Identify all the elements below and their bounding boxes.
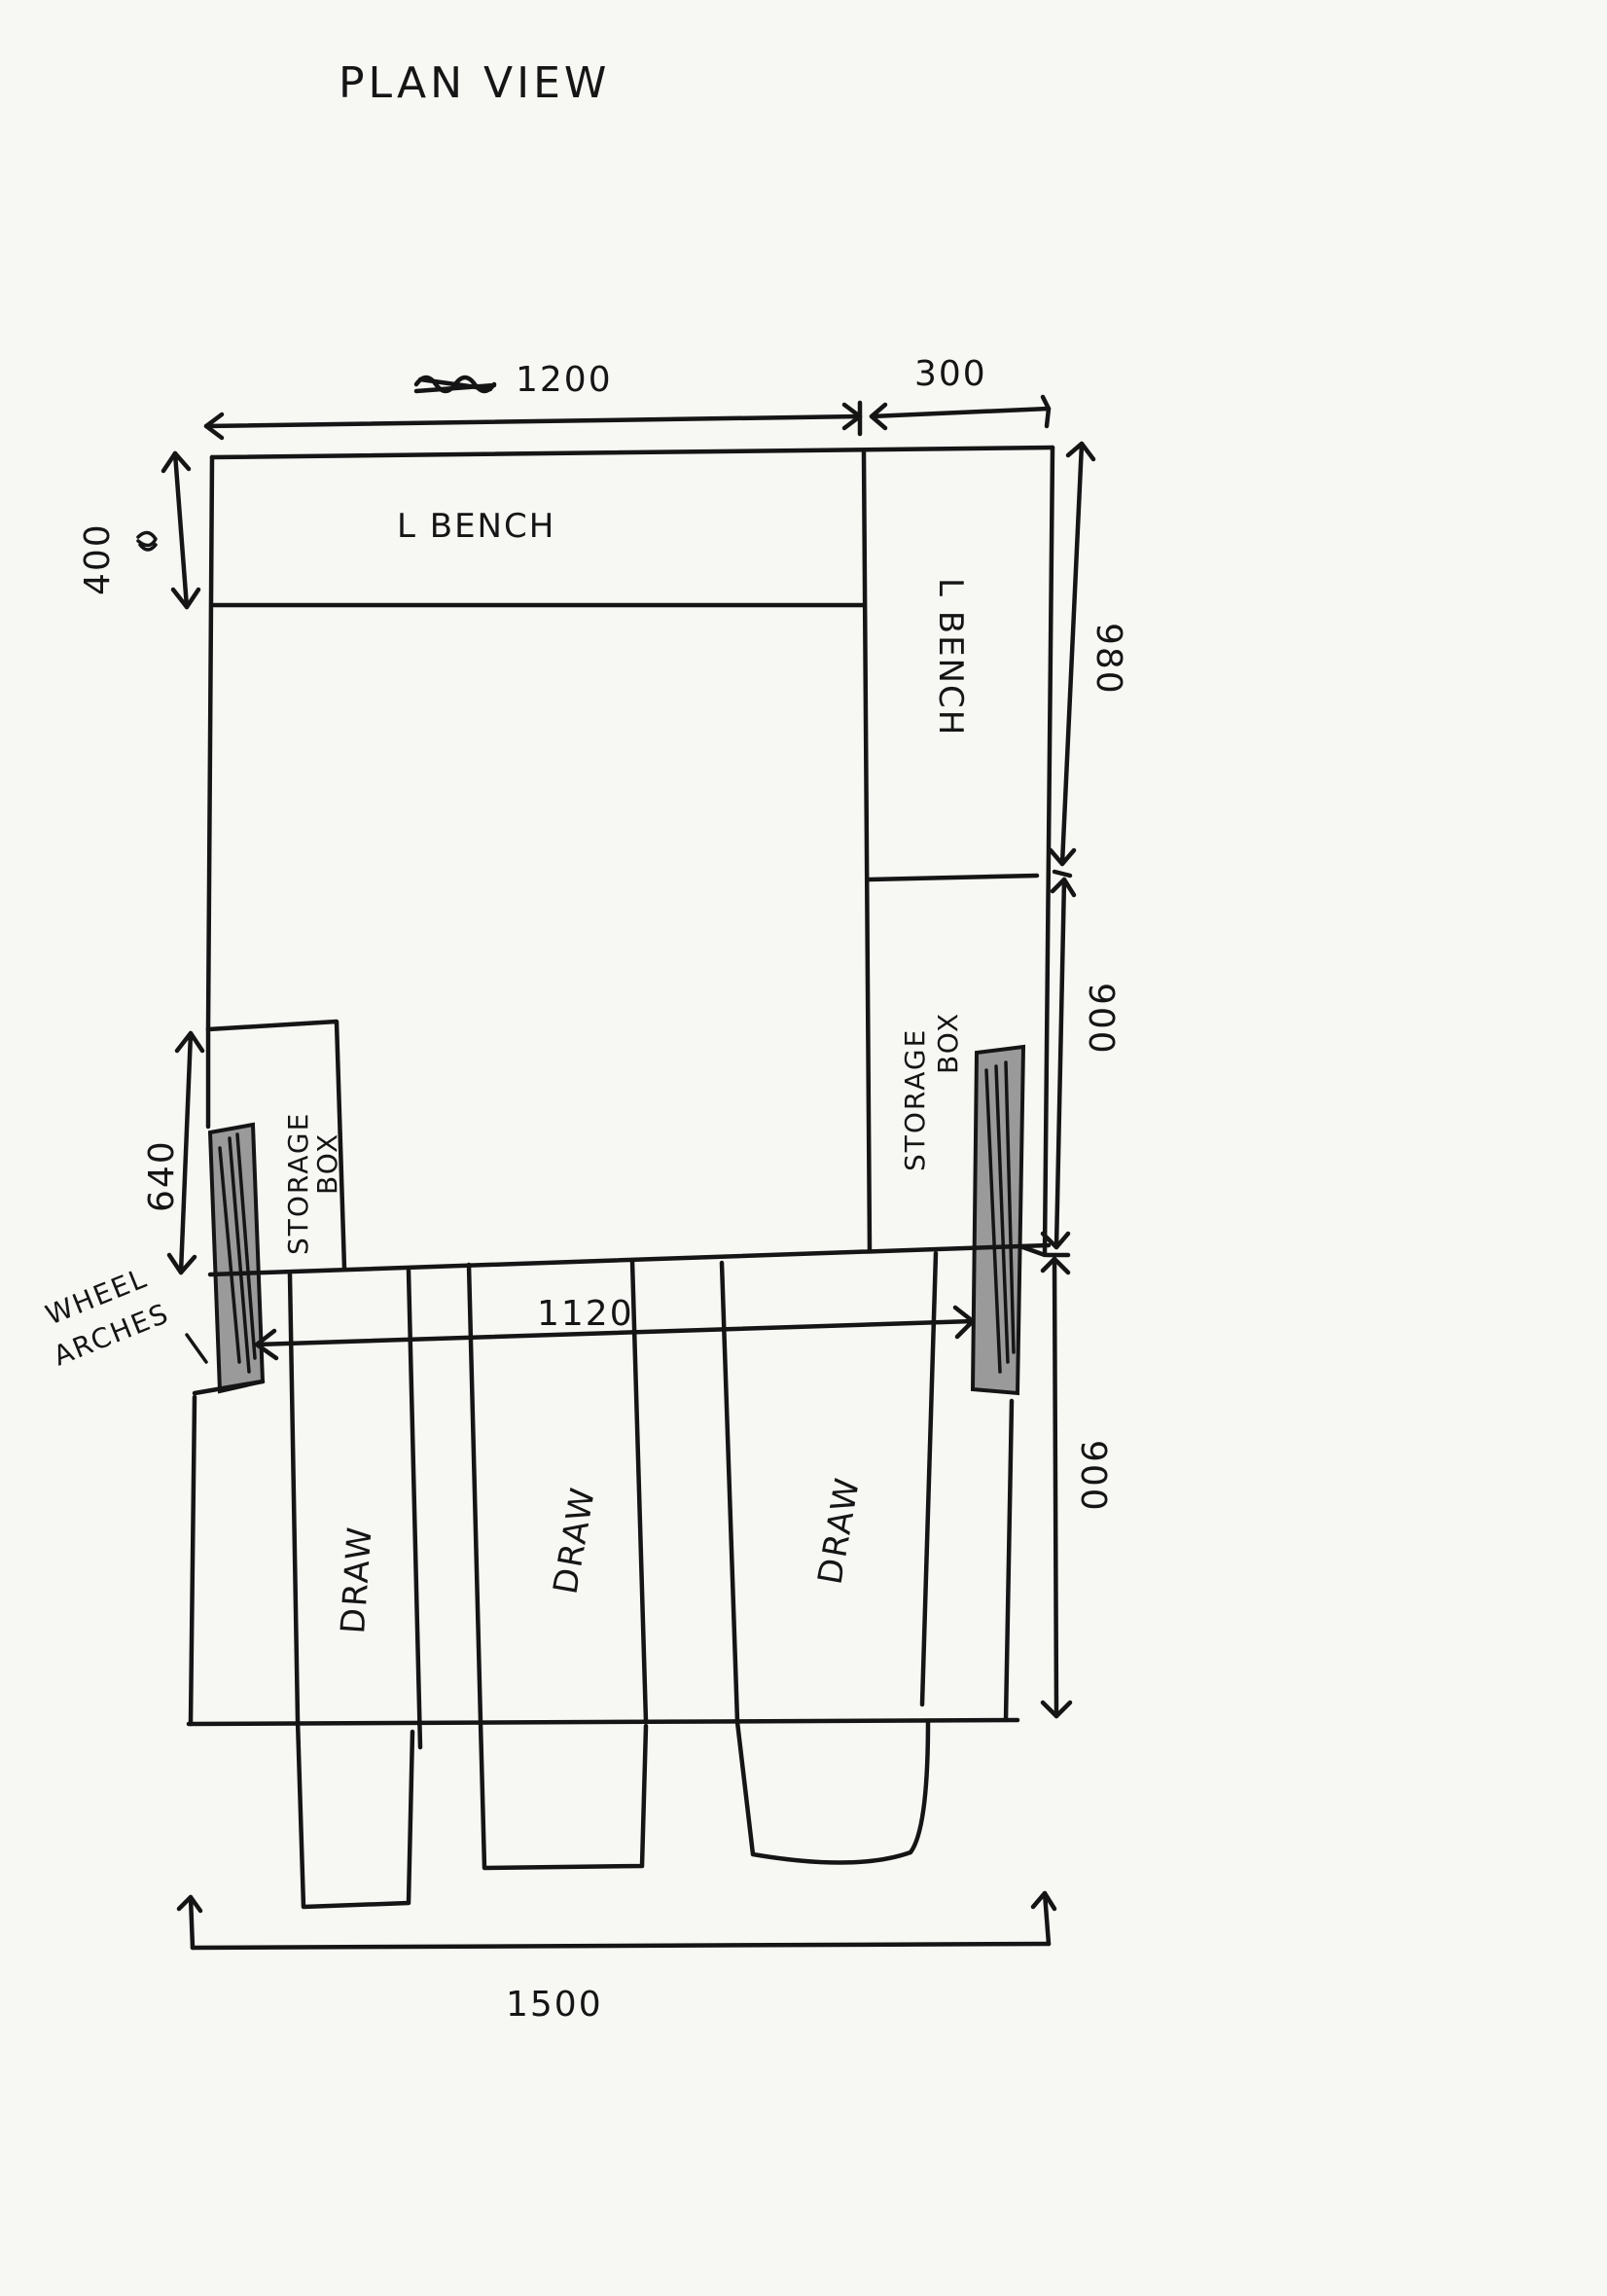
drawer-1 bbox=[287, 1268, 423, 1910]
dim-right-lower: 900 bbox=[1073, 1440, 1113, 1513]
drawer-3-label: DRAW bbox=[810, 1474, 868, 1588]
left-storage-label-line1: STORAGE bbox=[282, 1112, 314, 1255]
left-storage-label-line2: BOX bbox=[311, 1132, 343, 1195]
wheel-arches-leader bbox=[185, 1333, 208, 1364]
right-storage-label-line2: BOX bbox=[932, 1012, 964, 1074]
drawer-1-label: DRAW bbox=[334, 1525, 380, 1635]
scribble-mark bbox=[413, 375, 497, 394]
right-storage-label-line1: STORAGE bbox=[899, 1028, 931, 1171]
dim-drawer-span: 1120 bbox=[537, 1294, 634, 1334]
drawer-block-outline bbox=[186, 1242, 1052, 1727]
page-title: PLAN VIEW bbox=[339, 58, 610, 108]
dimension-line-left-storage bbox=[166, 1030, 205, 1275]
drawer-3 bbox=[719, 1250, 939, 1865]
left-wheel-arch bbox=[192, 1122, 266, 1396]
scribble-small bbox=[136, 530, 158, 552]
right-wheel-arch bbox=[970, 1044, 1026, 1396]
dim-top-left-width: 1200 bbox=[516, 360, 613, 400]
dim-left-storage-depth: 640 bbox=[142, 1139, 182, 1212]
dim-overall-width: 1500 bbox=[506, 1985, 603, 2025]
dimension-line-overall bbox=[176, 1890, 1057, 1951]
dimension-line-top bbox=[203, 394, 1052, 441]
dimension-line-drawer-span bbox=[254, 1305, 976, 1361]
dimension-line-left-bench bbox=[161, 450, 201, 610]
left-storage-box bbox=[205, 1019, 347, 1272]
dim-right-middle: 900 bbox=[1081, 983, 1121, 1056]
top-bench-label: L BENCH bbox=[397, 507, 555, 546]
dimension-line-right bbox=[1040, 441, 1096, 1719]
right-bench-label: L BENCH bbox=[931, 578, 970, 736]
drawer-2-label: DRAW bbox=[546, 1484, 603, 1597]
dim-top-right-width: 300 bbox=[914, 354, 987, 394]
dim-right-upper: 980 bbox=[1089, 623, 1128, 696]
dim-left-bench-depth: 400 bbox=[78, 522, 118, 595]
drawer-2 bbox=[466, 1258, 649, 1871]
